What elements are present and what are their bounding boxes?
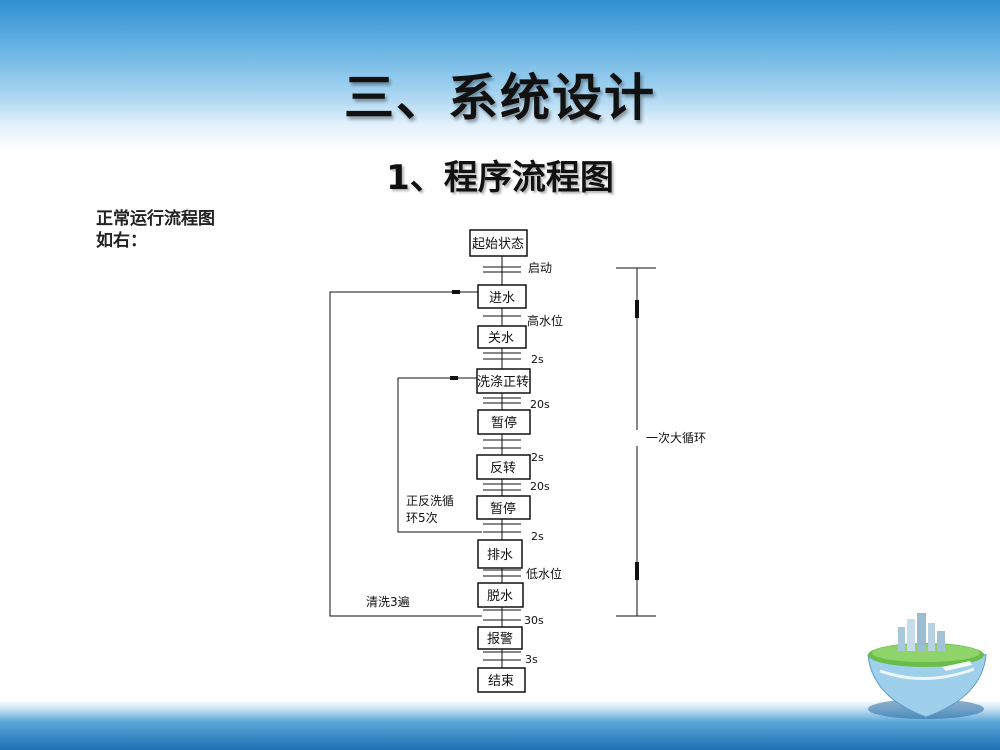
condition-low-water: 低水位 <box>526 566 562 581</box>
condition-time-2s-c: 2s <box>531 530 544 543</box>
step-box-pause-2 <box>476 495 531 520</box>
wash-cycle-loop-arrow <box>450 376 458 380</box>
wash-cycle-loop-line <box>397 377 482 533</box>
step-label-drain: 排水 <box>487 548 513 563</box>
step-label-wash-forward: 洗涤正转 <box>477 375 529 390</box>
transition-ticks <box>483 266 521 661</box>
slide-title: 三、系统设计 <box>344 69 656 127</box>
step-box-reverse <box>476 454 531 480</box>
step-label-pause-2: 暂停 <box>490 501 516 517</box>
step-box-alarm <box>477 626 523 650</box>
step-label-alarm: 报警 <box>487 631 513 647</box>
condition-time-20s-b: 20s <box>530 480 550 493</box>
step-box-fill-water <box>477 284 527 309</box>
footer-band <box>0 700 1000 750</box>
big-cycle-arrow-top <box>635 300 639 318</box>
step-box-pause-1 <box>477 409 531 435</box>
condition-time-2s-b: 2s <box>531 451 544 464</box>
condition-start: 启动 <box>528 261 552 275</box>
step-box-stop-water <box>477 325 527 349</box>
wash-cycle-label-line-1: 正反洗循 <box>406 494 454 508</box>
step-box-spin <box>477 582 524 608</box>
rinse-loop-arrow <box>452 290 460 294</box>
description-line-1: 正常运行流程图 <box>96 209 215 229</box>
step-box-start <box>469 229 528 257</box>
rinse-loop-line <box>329 291 482 617</box>
condition-time-2s-a: 2s <box>531 353 544 366</box>
step-box-drain <box>477 539 523 569</box>
step-label-stop-water: 关水 <box>488 331 514 346</box>
condition-time-30s: 30s <box>524 614 544 627</box>
step-box-end <box>477 667 526 693</box>
rinse-loop-label: 清洗3遍 <box>366 595 410 609</box>
condition-time-20s-a: 20s <box>530 398 550 411</box>
step-label-end: 结束 <box>488 674 514 689</box>
step-label-fill-water: 进水 <box>489 291 515 306</box>
condition-time-3s: 3s <box>525 653 538 666</box>
city-globe-decoration <box>867 613 987 719</box>
condition-high-water: 高水位 <box>527 313 563 328</box>
step-label-pause-1: 暂停 <box>491 415 517 431</box>
description: 正常运行流程图 如右： <box>96 208 215 252</box>
step-label-reverse: 反转 <box>490 461 516 476</box>
slide-subtitle: 1、程序流程图 <box>386 158 614 198</box>
big-cycle-label: 一次大循环 <box>646 431 706 445</box>
wash-cycle-label-line-2: 环5次 <box>406 511 438 525</box>
description-line-2: 如右： <box>96 231 147 251</box>
step-box-wash-forward <box>476 368 531 394</box>
step-label-spin: 脱水 <box>487 589 513 604</box>
step-label-start: 起始状态 <box>472 237 524 252</box>
big-cycle-arrow-bottom <box>635 562 639 580</box>
